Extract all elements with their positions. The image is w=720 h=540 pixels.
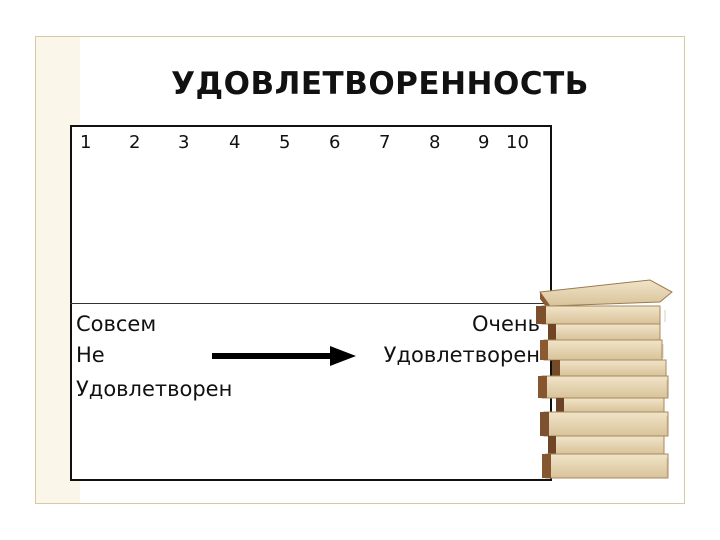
scale-number-6: 6 [329, 132, 341, 153]
scale-number-1: 1 [80, 132, 92, 153]
scale-number-5: 5 [279, 132, 291, 153]
scale-number-10: 10 [506, 132, 529, 153]
scale-number-8: 8 [429, 132, 441, 153]
scale-divider [70, 303, 552, 304]
scale-number-9: 9 [478, 132, 490, 153]
slide-title: УДОВЛЕТВОРЕННОСТЬ [171, 66, 589, 102]
high-label-line2: Удовлетворен [383, 343, 540, 367]
low-label-line2: Не [76, 343, 105, 367]
scale-number-2: 2 [129, 132, 141, 153]
scale-number-3: 3 [178, 132, 190, 153]
book-stack-icon [536, 279, 673, 479]
scale-number-4: 4 [229, 132, 241, 153]
high-label-line1: Очень [472, 312, 540, 336]
scale-number-7: 7 [379, 132, 391, 153]
low-label-line3: Удовлетворен [76, 377, 233, 401]
low-label-line1: Совсем [76, 312, 157, 336]
arrow-right-icon [212, 346, 356, 366]
